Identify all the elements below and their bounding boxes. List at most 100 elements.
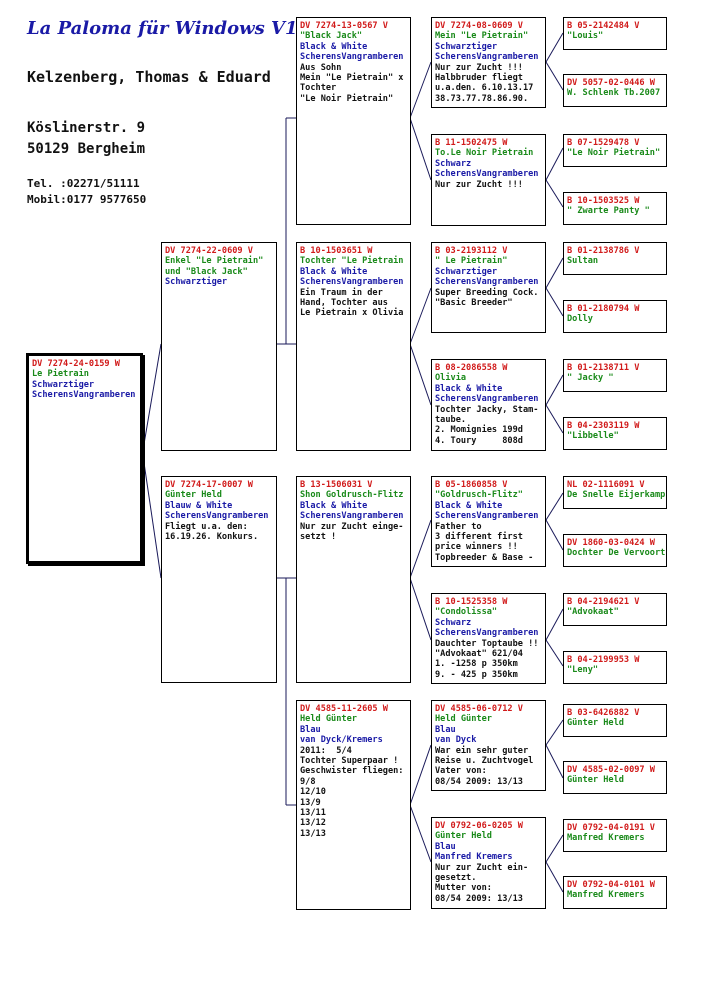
color-strain: van Dyck/Kremers <box>300 735 383 746</box>
bird-name: Sultan <box>567 256 599 267</box>
color-strain: ScherensVangramberen <box>300 52 404 63</box>
remark-line: 9/8 <box>300 776 316 787</box>
bird-name: Held Günter <box>300 714 357 725</box>
color-strain: Black & White <box>300 266 368 277</box>
remark-line: 13/9 <box>300 797 321 808</box>
bird-name: "Leny" <box>567 665 599 676</box>
remark-line: "Basic Breeder" <box>435 298 513 309</box>
ring-number: B 01-2138786 V <box>567 246 640 256</box>
ring-number: B 04-2303119 W <box>567 421 640 431</box>
bird-name: Tochter "Le Pietrain <box>300 256 404 267</box>
remark-line: Topbreeder & Base - <box>435 552 534 563</box>
remark-line: 08/54 2009: 13/13 <box>435 893 523 904</box>
remark-line: 1. -1258 p 350km <box>435 659 518 670</box>
pedigree-gen4-7[interactable]: B 01-2138711 V" Jacky " <box>563 359 667 392</box>
owner-street: Köslinerstr. 9 <box>27 120 146 136</box>
bird-name: "Louis" <box>567 31 604 42</box>
pedigree-gen4-8[interactable]: B 04-2303119 W"Libbelle" <box>563 417 667 450</box>
color-strain: Blau <box>435 724 456 735</box>
bird-name: "Le Noir Pietrain" <box>567 148 661 159</box>
remark-line: 13/13 <box>300 828 326 839</box>
ring-number: B 10-1503651 W <box>300 246 373 256</box>
bird-name: Manfred Kremers <box>567 833 645 844</box>
bird-name: Günter Held <box>567 775 624 786</box>
remark-line: Nur zur Zucht !!! <box>435 62 523 73</box>
bird-name: "Black Jack" <box>300 31 363 42</box>
remark-line: price winners !! <box>435 542 518 553</box>
pedigree-gen3-5[interactable]: B 05-1860858 V"Goldrusch-Flitz"Black & W… <box>431 476 546 567</box>
color-strain: van Dyck <box>435 735 477 746</box>
pedigree-father-father[interactable]: DV 7274-13-0567 V"Black Jack"Black & Whi… <box>296 17 411 225</box>
ring-number: DV 0792-04-0101 W <box>567 880 655 890</box>
owner-mobil: Mobil:0177 9577650 <box>27 193 147 206</box>
bird-name: Manfred Kremers <box>567 890 645 901</box>
pedigree-gen3-3[interactable]: B 03-2193112 V" Le Pietrain"Schwarztiger… <box>431 242 546 333</box>
remark-line: Nur zur Zucht ein- <box>435 862 529 873</box>
color-strain: ScherensVangramberen <box>435 52 539 63</box>
remark-line: Mein "Le Pietrain" x <box>300 73 404 84</box>
bird-name: "Condolissa" <box>435 607 498 618</box>
color-strain: ScherensVangramberen <box>165 511 269 522</box>
ring-number: DV 0792-06-0205 W <box>435 821 523 831</box>
remark-line: Geschwister fliegen: <box>300 766 404 777</box>
app-title: La Paloma für Windows V13.01 <box>27 18 342 39</box>
color-strain: Black & White <box>435 500 503 511</box>
color-strain: ScherensVangramberen <box>435 277 539 288</box>
ring-number: DV 0792-04-0191 V <box>567 823 655 833</box>
ring-number: B 04-2199953 W <box>567 655 640 665</box>
remark-line: War ein sehr guter <box>435 745 529 756</box>
bird-name: " Le Pietrain" <box>435 256 508 267</box>
bird-name: Held Günter <box>435 714 492 725</box>
ring-number: DV 7274-17-0007 W <box>165 480 253 490</box>
color-strain: Schwarztiger <box>165 277 228 288</box>
ring-number: B 11-1502475 W <box>435 138 508 148</box>
pedigree-gen4-1[interactable]: B 05-2142484 V"Louis" <box>563 17 667 50</box>
color-strain: Black & White <box>300 41 368 52</box>
color-strain: Blauw & White <box>165 500 233 511</box>
pedigree-gen4-11[interactable]: B 04-2194621 V"Advokaat" <box>563 593 667 626</box>
pedigree-gen4-4[interactable]: B 10-1503525 W" Zwarte Panty " <box>563 192 667 225</box>
bird-name: Le Pietrain <box>32 369 89 380</box>
owner-tel: Tel. :02271/51111 <box>27 177 140 190</box>
ring-number: B 01-2180794 W <box>567 304 640 314</box>
ring-number: DV 1860-03-0424 W <box>567 538 655 548</box>
ring-number: B 03-2193112 V <box>435 246 508 256</box>
remark-line: Tochter Superpaar ! <box>300 756 399 767</box>
bird-name: Dolly <box>567 314 593 325</box>
color-strain: Schwarz <box>435 158 472 169</box>
remark-line: 08/54 2009: 13/13 <box>435 776 523 787</box>
remark-line: 13/12 <box>300 818 326 829</box>
pedigree-gen4-3[interactable]: B 07-1529478 V"Le Noir Pietrain" <box>563 134 667 167</box>
remark-line: 13/11 <box>300 808 326 819</box>
ring-number: B 13-1506031 V <box>300 480 373 490</box>
color-strain: Manfred Kremers <box>435 852 513 863</box>
pedigree-gen4-12[interactable]: B 04-2199953 W"Leny" <box>563 651 667 684</box>
remark-line: setzt ! <box>300 532 337 543</box>
bird-name: Olivia <box>435 373 467 384</box>
remark-line: Le Pietrain x Olivia <box>300 308 404 319</box>
bird-name: Shon Goldrusch-Flitz <box>300 490 404 501</box>
bird-name: Enkel "Le Pietrain" <box>165 256 264 267</box>
ring-number: B 10-1525358 W <box>435 597 508 607</box>
